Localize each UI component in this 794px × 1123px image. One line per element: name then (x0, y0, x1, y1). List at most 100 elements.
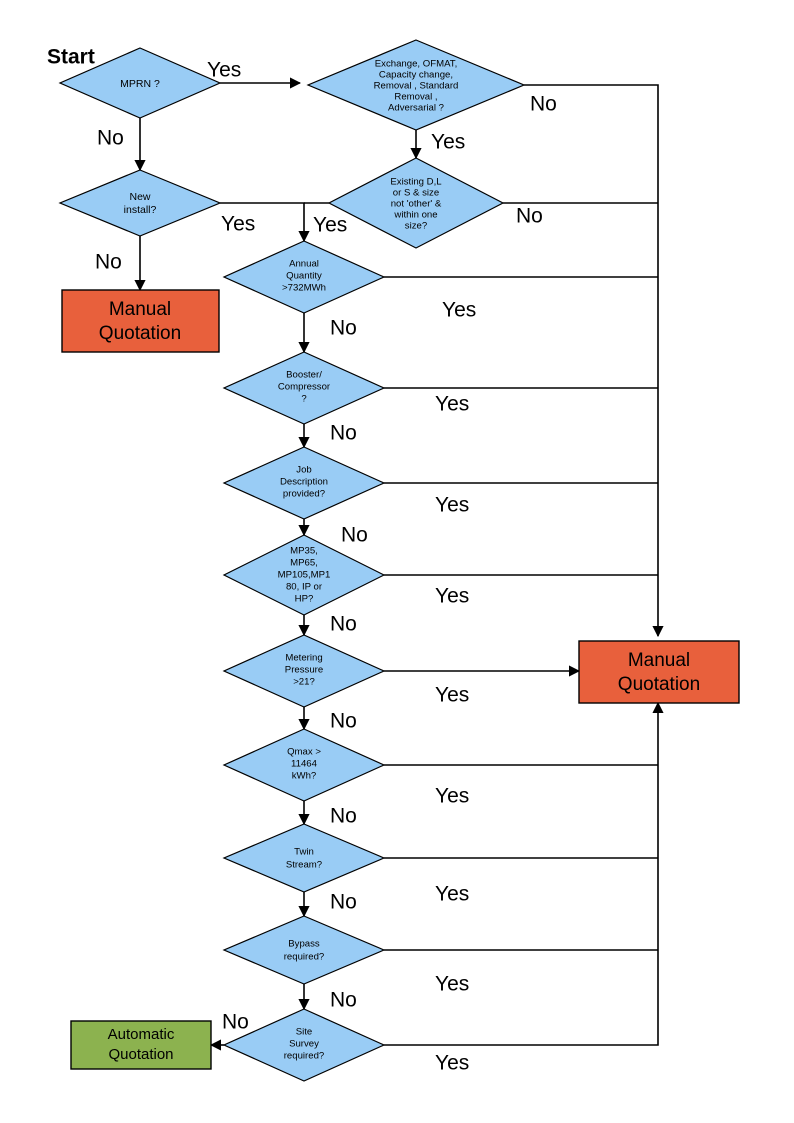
annual-quantity-label-1: Quantity (286, 271, 322, 282)
edge-label-exchange-no: No (530, 93, 557, 116)
edge-label-qmax-yes: Yes (435, 785, 469, 808)
existing-dls-label-2: not 'other' & (391, 199, 442, 210)
exchange-label-2: Removal , Standard (374, 81, 459, 92)
edge-label-mpsizes-no: No (330, 613, 357, 636)
edge-label-jobdescription-no: No (341, 524, 368, 547)
node-mp-sizes[interactable]: MP35, MP65, MP105,MP1 80, IP or HP? (222, 534, 386, 616)
manual-quotation-left-label-1: Quotation (99, 323, 181, 344)
existing-dls-label-4: size? (405, 221, 427, 232)
qmax-diamond[interactable] (222, 728, 386, 802)
metering-pressure-diamond[interactable] (222, 634, 386, 708)
manual-quotation-left-label-0: Manual (109, 299, 171, 320)
node-manual-quotation-right[interactable]: Manual Quotation (578, 640, 740, 704)
exchange-label-0: Exchange, OFMAT, (375, 59, 457, 70)
mprn-label-0: MPRN ? (120, 78, 160, 90)
booster-label-2: ? (301, 394, 306, 405)
node-metering-pressure[interactable]: Metering Pressure >21? (222, 634, 386, 708)
edge-exchange-no (524, 84, 664, 638)
start-label: Start (47, 46, 95, 69)
node-mprn[interactable]: MPRN ? (58, 47, 222, 119)
qmax-label-1: 11464 (291, 759, 318, 770)
node-new-install[interactable]: New install? (58, 169, 222, 237)
manual-quotation-left-box[interactable] (61, 289, 220, 353)
node-site-survey[interactable]: Site Survey required? (222, 1008, 386, 1082)
node-exchange[interactable]: Exchange, OFMAT, Capacity change, Remova… (306, 39, 526, 131)
edge-label-exchange-yes: Yes (431, 131, 465, 154)
annual-quantity-label-0: Annual (289, 259, 319, 270)
manual-quotation-right-box[interactable] (578, 640, 740, 704)
connector-layer (134, 77, 664, 1051)
mp-sizes-label-3: 80, IP or (286, 582, 323, 593)
site-survey-label-0: Site (296, 1027, 313, 1038)
node-booster[interactable]: Booster/ Compressor ? (222, 351, 386, 425)
edge-label-meteringpressure-yes: Yes (435, 684, 469, 707)
node-bypass[interactable]: Bypass required? (222, 915, 386, 985)
mp-sizes-label-1: MP65, (290, 558, 318, 569)
node-manual-quotation-left[interactable]: Manual Quotation (61, 289, 220, 353)
new-install-label-1: install? (124, 204, 157, 216)
booster-diamond[interactable] (222, 351, 386, 425)
node-existing-dls[interactable]: Existing D,L or S & size not 'other' & w… (327, 157, 505, 249)
node-layer: MPRN ? Exchange, OFMAT, Capacity change,… (58, 39, 740, 1082)
manual-quotation-right-label-1: Quotation (618, 674, 700, 695)
job-description-diamond[interactable] (222, 446, 386, 520)
metering-pressure-label-2: >21? (293, 677, 315, 688)
booster-label-1: Compressor (278, 382, 331, 393)
edge-label-newinstall-no: No (95, 251, 122, 274)
edge-label-bypass-yes: Yes (435, 973, 469, 996)
existing-dls-label-0: Existing D,L (390, 177, 442, 188)
edge-label-qmax-no: No (330, 805, 357, 828)
job-description-label-2: provided? (283, 489, 325, 500)
automatic-quotation-label-0: Automatic (108, 1026, 175, 1043)
existing-dls-label-3: within one (393, 210, 437, 221)
edge-label-meteringpressure-no: No (330, 710, 357, 733)
twin-stream-label-1: Stream? (286, 860, 322, 871)
annual-quantity-diamond[interactable] (222, 240, 386, 314)
metering-pressure-label-1: Pressure (285, 665, 323, 676)
twin-stream-diamond[interactable] (222, 823, 386, 893)
exchange-diamond[interactable] (306, 39, 526, 131)
site-survey-label-1: Survey (289, 1039, 319, 1050)
exchange-label-1: Capacity change, (379, 70, 453, 81)
twin-stream-label-0: Twin (294, 847, 314, 858)
bypass-label-0: Bypass (288, 939, 320, 950)
edge-sitesurvey-yes (384, 701, 664, 1046)
edge-label-annualquantity-no: No (330, 317, 357, 340)
edge-label-bypass-no: No (330, 989, 357, 1012)
site-survey-diamond[interactable] (222, 1008, 386, 1082)
node-automatic-quotation[interactable]: Automatic Quotation (70, 1020, 212, 1070)
mprn-diamond[interactable] (58, 47, 222, 119)
edge-label-mprn-yes: Yes (207, 59, 241, 82)
edge-label-existing-no: No (516, 205, 543, 228)
new-install-label-0: New (129, 191, 150, 203)
edge-label-mpsizes-yes: Yes (435, 585, 469, 608)
edge-label-booster-no: No (330, 422, 357, 445)
mp-sizes-diamond[interactable] (222, 534, 386, 616)
node-twin-stream[interactable]: Twin Stream? (222, 823, 386, 893)
exchange-label-3: Removal , (394, 92, 437, 103)
manual-quotation-right-label-0: Manual (628, 650, 690, 671)
job-description-label-1: Description (280, 477, 328, 488)
edge-label-newinstall-yes: Yes (221, 213, 255, 236)
node-job-description[interactable]: Job Description provided? (222, 446, 386, 520)
edge-label-twinstream-yes: Yes (435, 883, 469, 906)
edge-label-layer: Start Yes No No Yes No Yes No Yes Yes No… (47, 46, 557, 1075)
automatic-quotation-box[interactable] (70, 1020, 212, 1070)
qmax-label-0: Qmax > (287, 747, 321, 758)
mp-sizes-label-2: MP105,MP1 (278, 570, 331, 581)
edge-label-twinstream-no: No (330, 891, 357, 914)
edge-label-booster-yes: Yes (435, 393, 469, 416)
metering-pressure-label-0: Metering (285, 653, 322, 664)
site-survey-label-2: required? (284, 1051, 325, 1062)
edge-label-sitesurvey-yes: Yes (435, 1052, 469, 1075)
bypass-diamond[interactable] (222, 915, 386, 985)
node-annual-quantity[interactable]: Annual Quantity >732MWh (222, 240, 386, 314)
edge-label-annualquantity-yes: Yes (442, 299, 476, 322)
existing-dls-diamond[interactable] (327, 157, 505, 249)
node-qmax[interactable]: Qmax > 11464 kWh? (222, 728, 386, 802)
edge-label-jobdescription-yes: Yes (435, 494, 469, 517)
new-install-diamond[interactable] (58, 169, 222, 237)
edge-label-mprn-no: No (97, 127, 124, 150)
